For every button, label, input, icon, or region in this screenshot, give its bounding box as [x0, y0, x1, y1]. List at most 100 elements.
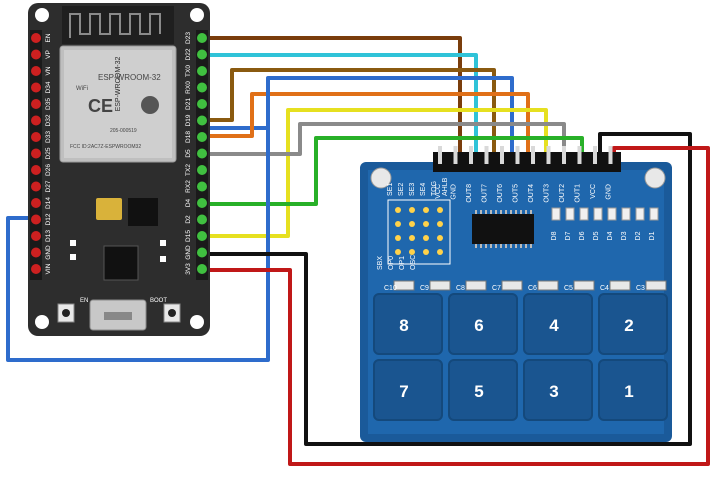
esp-left-pin-label: D35 [45, 98, 52, 110]
header-pin [484, 146, 489, 164]
jumper-pad [437, 235, 443, 241]
esp-right-pin-label: D18 [185, 131, 192, 143]
touch-pad-number: 8 [399, 316, 408, 335]
touch-pad-number: 2 [624, 316, 633, 335]
esp-left-pin-label: VN [45, 66, 52, 75]
capacitor-label: C5 [564, 285, 573, 292]
capacitor-smd [393, 280, 415, 291]
header-pin [515, 146, 520, 164]
led-label: D6 [579, 231, 586, 240]
esp-left-pin-label: D27 [45, 180, 52, 192]
wifi-icon [141, 96, 159, 114]
esp-right-pin [197, 66, 207, 76]
header-pin [438, 146, 442, 164]
touch-pad-number: 6 [474, 316, 483, 335]
capacitor-smd [465, 280, 487, 291]
touch-pad[interactable] [598, 293, 668, 355]
capacitor-label: C9 [420, 285, 429, 292]
regulator-chip [128, 198, 158, 226]
jumper-pad [437, 207, 443, 213]
esp-right-pin [197, 165, 207, 175]
header-pin-label: GND [606, 184, 613, 200]
esp-left-pin [31, 132, 41, 142]
touch-pad[interactable] [373, 359, 443, 421]
touch-pad[interactable] [523, 293, 593, 355]
esp-left-pin [31, 115, 41, 126]
esp-left-pin-label: EN [45, 33, 52, 42]
touch-ic [472, 214, 534, 244]
capacitor-label: C8 [456, 285, 465, 292]
wire-d13-loop [6, 78, 270, 362]
esp-left-pin-label: GND [45, 245, 52, 260]
esp-right-pin-label: D22 [185, 48, 192, 60]
led-label: D4 [607, 231, 614, 240]
esp-left-pin-label: D26 [45, 164, 52, 176]
capacitor-label: C6 [528, 285, 537, 292]
esp-left-pin-label: D33 [45, 131, 52, 143]
wire-out3-d5 [204, 108, 548, 238]
esp-right-pin [197, 115, 207, 126]
capacitor-smd [609, 280, 631, 291]
touch-pad[interactable] [373, 293, 443, 355]
header-pin-label: OUT5 [513, 184, 520, 203]
esp-right-pin [197, 231, 207, 241]
esp-right-pin [197, 181, 207, 192]
indicator-led [649, 207, 659, 221]
header-pin-label: OUT1 [575, 184, 582, 203]
wire-gnd [204, 132, 692, 446]
esp-left-pin [31, 82, 41, 93]
esp-right-pin [197, 132, 207, 142]
jumper-label: SE2 [398, 183, 405, 196]
esp-left-pin [31, 198, 41, 208]
indicator-led [593, 207, 603, 221]
jumper-pad [409, 249, 415, 255]
jumper-label: AHLB [442, 177, 449, 196]
touch-pad[interactable] [598, 359, 668, 421]
jumper-pad [409, 221, 415, 227]
touch-pad[interactable] [448, 293, 518, 355]
module-code-text: 205-000519 [110, 128, 137, 134]
header-pin-label: OUT8 [466, 184, 473, 203]
esp-left-pin [31, 148, 41, 159]
option-label: SBX [377, 256, 384, 270]
esp-right-pin-label: RX0 [185, 81, 192, 94]
touch-pad[interactable] [448, 359, 518, 421]
esp-left-pin [31, 181, 41, 192]
jumper-pad [409, 207, 415, 213]
header-pin [500, 146, 504, 164]
capacitor-label: C3 [636, 285, 645, 292]
esp-right-pin-label: TX2 [185, 164, 192, 176]
boot-button-label: BOOT [150, 298, 167, 304]
pin-header [433, 152, 621, 172]
capacitor-label: C4 [600, 285, 609, 292]
indicator-led [579, 207, 589, 221]
header-pin [546, 146, 551, 164]
fcc-id-text: FCC ID:2AC7Z-ESPWROOM32 [70, 144, 141, 150]
esp-right-pin-label: D4 [185, 198, 192, 207]
wire-out4-d18 [204, 92, 530, 165]
capacitor-label: C7 [492, 285, 501, 292]
esp-right-pin [197, 214, 207, 225]
esp-right-pin-label: D19 [185, 114, 192, 126]
module-name-text: ESP-WROOM-32 [98, 73, 161, 82]
header-pin-label: GND [451, 184, 458, 200]
esp-left-pin-label: D14 [45, 197, 52, 209]
option-label: OP0 [388, 256, 395, 270]
indicator-led [565, 207, 575, 221]
esp-left-pin [31, 66, 41, 76]
ce-mark: CE [88, 96, 113, 116]
esp-right-pin-label: D15 [185, 230, 192, 242]
header-pin [453, 146, 458, 164]
wires [6, 36, 710, 466]
indicator-led [607, 207, 617, 221]
touch-pad[interactable] [523, 359, 593, 421]
led-label: D3 [621, 231, 628, 240]
esp-left-pin [31, 231, 41, 241]
touch-pad-number: 7 [399, 382, 408, 401]
esp-right-pin [197, 264, 207, 274]
esp-left-pin [31, 49, 41, 60]
esp-left-pin-label: D12 [45, 213, 52, 225]
